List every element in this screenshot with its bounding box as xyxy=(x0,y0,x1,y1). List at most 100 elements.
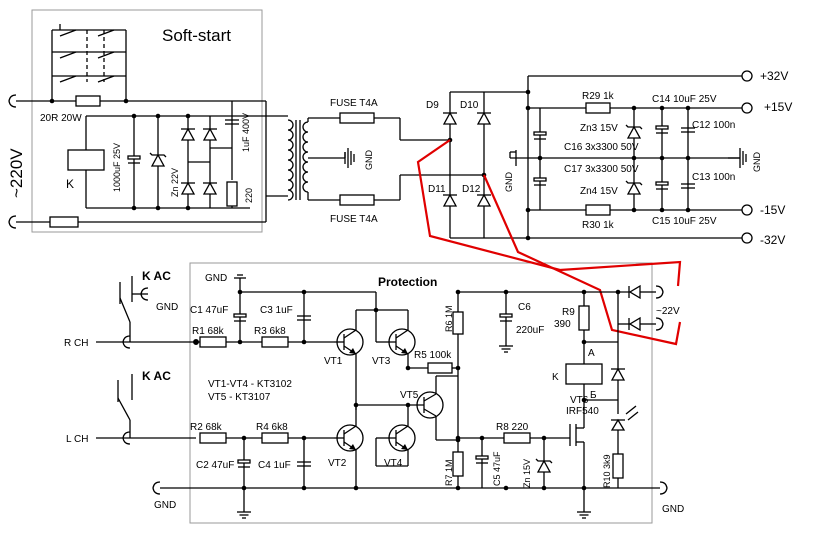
out-m15-label: -15V xyxy=(760,203,785,217)
transistor-vt3 xyxy=(385,328,416,356)
red-wire-upper xyxy=(416,139,682,287)
kac-top-label: K AC xyxy=(142,269,171,283)
relay-k-coil xyxy=(67,149,105,171)
zener-22-label: Zn 22V xyxy=(170,168,180,197)
r30-resistor xyxy=(585,204,611,216)
r9-value: 390 xyxy=(554,319,571,330)
c2-label: C2 47uF xyxy=(196,460,234,471)
vt5-label: VT5 xyxy=(400,390,419,401)
gnd-bottom-left-terminal xyxy=(152,481,161,495)
c17-label: C17 3x3300 50V xyxy=(564,164,639,175)
mains-voltage-label: ~220V xyxy=(7,148,26,198)
vt4-label: VT4 xyxy=(384,458,403,469)
c15-label: C15 10uF 25V xyxy=(652,216,717,227)
c5-label: C5 47uF xyxy=(492,451,502,486)
indicator-led xyxy=(610,418,626,431)
transformer xyxy=(266,115,345,201)
ground-symbol-1 xyxy=(236,505,252,519)
cap-1000-label: 1000uF 25V xyxy=(112,143,122,192)
ac-terminal-1 xyxy=(655,285,664,299)
zn4-label: Zn4 15V xyxy=(580,186,618,197)
vt2-label: VT2 xyxy=(328,458,347,469)
terminal-m32 xyxy=(741,232,753,244)
bridge-diode-3 xyxy=(180,182,196,195)
transistor-vt1 xyxy=(333,328,364,356)
transistor-vt4 xyxy=(385,424,416,452)
r8-resistor xyxy=(503,432,531,444)
ac22-label: ~22V xyxy=(656,306,680,317)
zn15-label: Zn 15V xyxy=(522,459,532,488)
c3-label: C3 1uF xyxy=(260,305,293,316)
rch-label: R CH xyxy=(64,338,88,349)
protection-relay-label: K xyxy=(552,372,559,383)
rectifier-gnd-label: GND xyxy=(504,172,514,193)
d10-label: D10 xyxy=(460,100,479,111)
vt1-label: VT1 xyxy=(324,356,343,367)
ground-symbol-2 xyxy=(576,505,592,519)
terminal-p15 xyxy=(741,102,753,114)
cap-1uf-label: 1uF 400V xyxy=(241,113,251,152)
soft-start-title: Soft-start xyxy=(162,26,231,45)
r1-label: R1 68k xyxy=(192,326,225,337)
terminal-p32 xyxy=(741,70,753,82)
diode-d10 xyxy=(476,112,492,125)
mains-terminal-bottom xyxy=(8,215,17,229)
bridge-diode-1 xyxy=(180,128,196,141)
d9-label: D9 xyxy=(426,100,439,111)
r29-resistor xyxy=(585,102,611,114)
vt3-label: VT3 xyxy=(372,356,391,367)
zener-22v xyxy=(149,152,167,167)
node-a-label: A xyxy=(588,348,595,359)
fuse-top-label: FUSE T4A xyxy=(330,98,378,109)
r-220-label: 220 xyxy=(244,188,254,203)
irf540-label: IRF540 xyxy=(566,406,599,417)
zener-zn4 xyxy=(625,180,643,195)
right-gnd-label: GND xyxy=(752,152,762,173)
mains-terminal-top xyxy=(8,94,17,108)
r30-label: R30 1k xyxy=(582,220,615,231)
c1-label: C1 47uF xyxy=(190,305,228,316)
diode-d9 xyxy=(442,112,458,125)
r8-label: R8 220 xyxy=(496,422,529,433)
note-vt5: VT5 - KT3107 xyxy=(208,392,271,403)
transistor-vt2 xyxy=(333,424,364,452)
kac-bottom-label: K AC xyxy=(142,369,171,383)
r9-resistor xyxy=(578,305,590,331)
c6-label: C6 xyxy=(518,302,531,313)
protection-frame xyxy=(189,262,653,524)
c6-value: 220uF xyxy=(516,325,544,336)
c13-label: C13 100n xyxy=(692,172,735,183)
r2-resistor xyxy=(199,432,227,444)
red-wire-lower xyxy=(482,174,682,346)
r1-resistor xyxy=(199,336,227,348)
r10-label: R10 3k9 xyxy=(602,454,612,488)
r7-label: R7 1M xyxy=(444,459,454,486)
gnd-bottom-right-label: GND xyxy=(662,504,684,515)
d11-label: D11 xyxy=(428,184,446,195)
r5-resistor xyxy=(427,362,453,374)
r3-resistor xyxy=(261,336,289,348)
gnd-bus-label: GND xyxy=(205,273,227,284)
fuse-bottom xyxy=(339,194,375,206)
soft-start-switches xyxy=(40,24,266,102)
gnd-bottom-right-terminal xyxy=(659,481,668,495)
transformer-gnd-label: GND xyxy=(364,150,374,171)
c12-label: C12 100n xyxy=(692,120,735,131)
ac-terminal-2 xyxy=(655,317,664,331)
out-m32-label: -32V xyxy=(760,233,785,247)
input-diode-2 xyxy=(628,316,641,332)
gnd-top-left-label: GND xyxy=(156,302,178,313)
r2-label: R2 68k xyxy=(190,422,223,433)
d12-label: D12 xyxy=(462,184,481,195)
r5-label: R5 100k xyxy=(414,350,452,361)
r-220-resistor xyxy=(226,181,238,207)
input-diode-1 xyxy=(628,284,641,300)
note-vt1-vt4: VT1-VT4 - KT3102 xyxy=(208,379,292,390)
zener-zn3 xyxy=(625,124,643,139)
r6-label: R6 1M xyxy=(444,305,454,332)
terminal-m15 xyxy=(741,204,753,216)
r4-label: R4 6k8 xyxy=(256,422,288,433)
c14-label: C14 10uF 25V xyxy=(652,94,717,105)
out-p32-label: +32V xyxy=(760,69,788,83)
